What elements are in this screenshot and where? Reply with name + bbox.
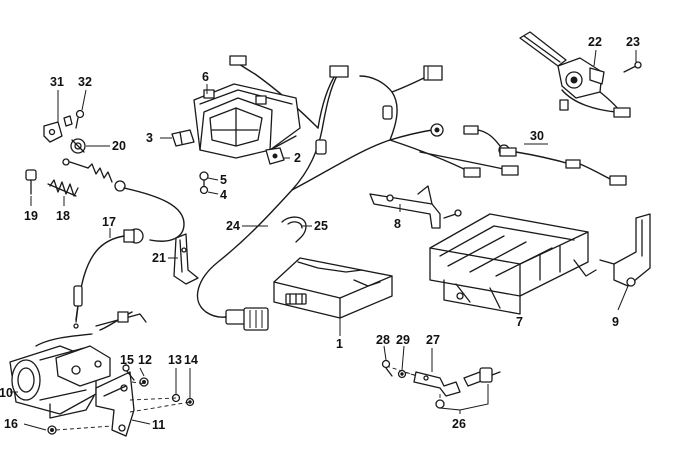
- bracket-11: [95, 371, 135, 437]
- bracket-31: [43, 115, 73, 143]
- actuator-motor: [9, 311, 147, 419]
- callout-9: 9: [612, 315, 619, 329]
- callout-23: 23: [626, 35, 640, 49]
- callout-17: 17: [102, 215, 116, 229]
- cable-clip: [281, 216, 307, 243]
- nut-14: [185, 397, 195, 407]
- callout-4: 4: [220, 188, 227, 202]
- callout-30: 30: [530, 129, 544, 143]
- callout-22: 22: [588, 35, 602, 49]
- callout-19: 19: [24, 209, 38, 223]
- callout-10: 10: [0, 386, 13, 400]
- sensor-cable: [463, 125, 627, 186]
- callout-2: 2: [294, 151, 301, 165]
- callout-32: 32: [78, 75, 92, 89]
- callout-3: 3: [146, 131, 153, 145]
- screw-32: [75, 109, 85, 129]
- nut-29: [397, 369, 407, 379]
- callout-21: 21: [152, 251, 166, 265]
- screw-16: [47, 425, 57, 435]
- alignment-lines: [55, 365, 441, 431]
- screw-small: [199, 171, 209, 195]
- screw-28: [381, 359, 393, 377]
- callout-5: 5: [220, 173, 227, 187]
- callout-13: 13: [168, 353, 182, 367]
- callout-24: 24: [226, 219, 240, 233]
- wiring-harness: [196, 55, 519, 331]
- callout-8: 8: [394, 217, 401, 231]
- mounting-clip: [171, 129, 195, 147]
- callout-16: 16: [4, 417, 18, 431]
- bracket-21: [173, 233, 199, 285]
- grommet: [265, 147, 285, 165]
- sensor-26: [435, 367, 501, 409]
- bracket-8: [369, 185, 462, 229]
- spring-18: [47, 179, 79, 197]
- bolt-19: [25, 169, 37, 195]
- nut-12: [139, 377, 149, 387]
- callout-15: 15: [120, 353, 134, 367]
- mounting-tray: [429, 213, 597, 315]
- callout-31: 31: [50, 75, 64, 89]
- callout-labels: 1 2 3 4 5 6 7 8 9 10 11 12 13 14 15 16 1…: [0, 35, 640, 432]
- grommet-20: [70, 138, 86, 154]
- callout-7: 7: [516, 315, 523, 329]
- callout-6: 6: [202, 70, 209, 84]
- callout-12: 12: [138, 353, 152, 367]
- callout-1: 1: [336, 337, 343, 351]
- control-unit: [273, 257, 393, 319]
- callout-25: 25: [314, 219, 328, 233]
- bracket-27: [413, 371, 461, 397]
- callout-18: 18: [56, 209, 70, 223]
- control-housing: [193, 83, 301, 159]
- callout-26: 26: [452, 417, 466, 431]
- selector-lever: [519, 31, 631, 118]
- bowden-cable: [62, 158, 185, 329]
- callout-14: 14: [184, 353, 198, 367]
- screw-23: [623, 61, 642, 73]
- callout-28: 28: [376, 333, 390, 347]
- callout-11: 11: [152, 418, 165, 432]
- bracket-9: [599, 213, 651, 287]
- callout-20: 20: [112, 139, 126, 153]
- leader-lines: [10, 49, 637, 431]
- callout-27: 27: [426, 333, 440, 347]
- callout-29: 29: [396, 333, 410, 347]
